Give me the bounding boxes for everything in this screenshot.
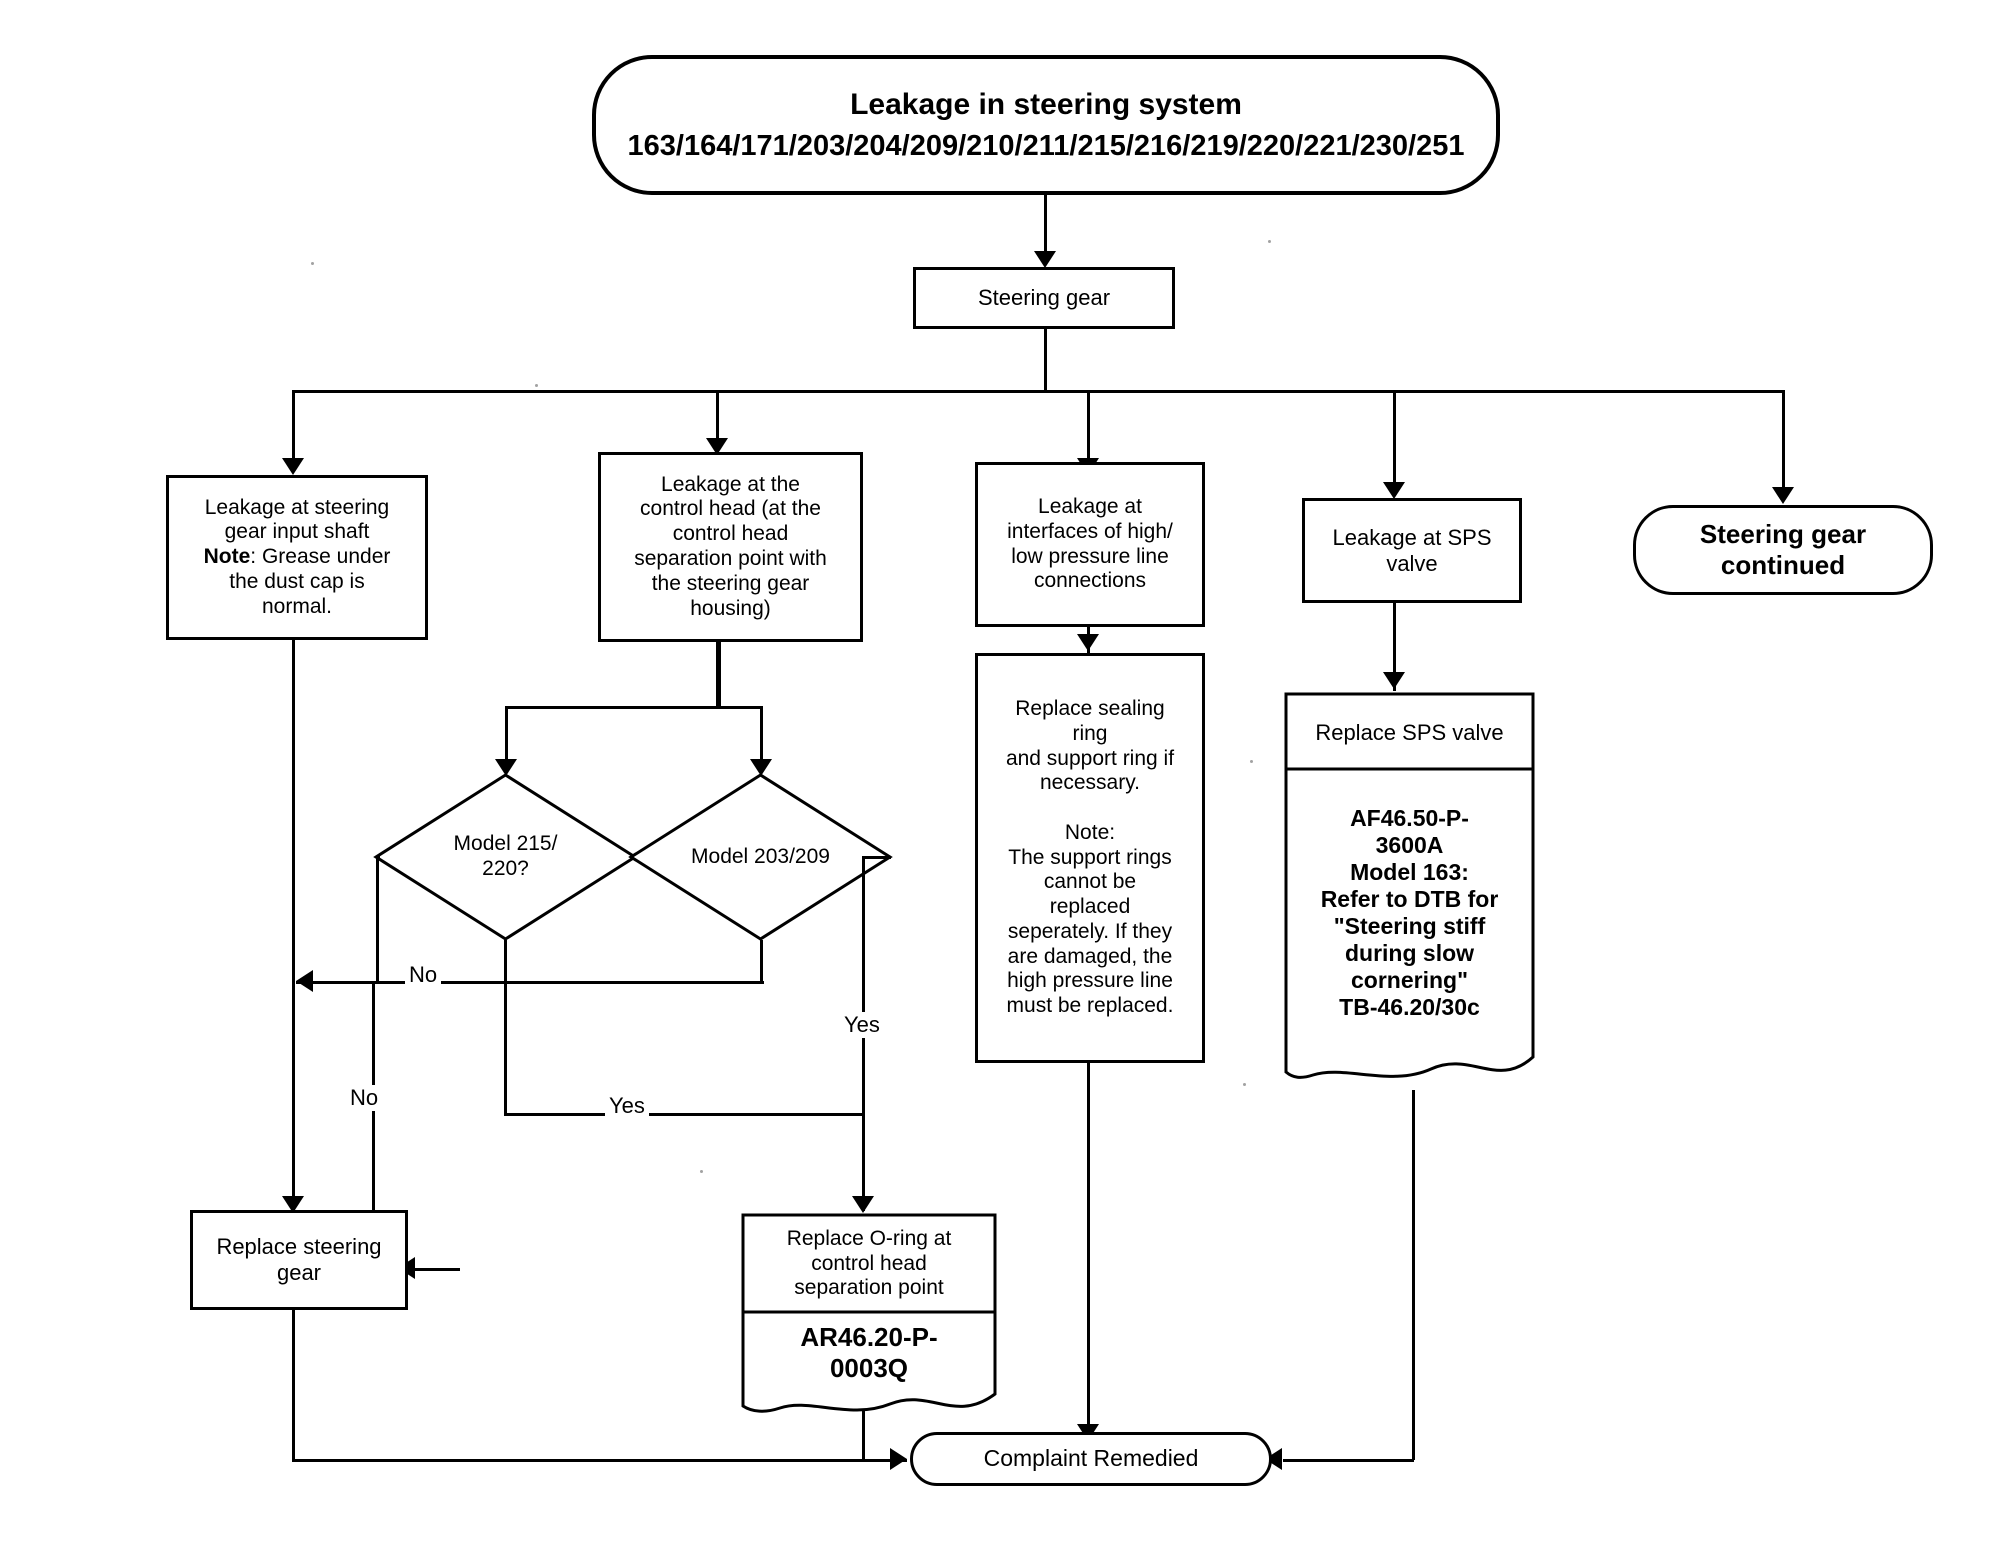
leakage-sps-valve-label: Leakage at SPS valve: [1332, 524, 1492, 576]
leakage-pressure-lines-label: Leakage at interfaces of high/ low press…: [1007, 494, 1173, 593]
start-title-line2: 163/164/171/203/204/209/210/211/215/216/…: [627, 129, 1465, 162]
node-leakage-input-shaft: Leakage at steering gear input shaft Not…: [166, 475, 428, 640]
edge-no2-down: [372, 981, 375, 1271]
start-title-line1: Leakage in steering system: [850, 88, 1242, 122]
start-terminator: Leakage in steering system 163/164/171/2…: [592, 55, 1500, 195]
edge-split-left: [505, 706, 508, 772]
replace-oring-body: AR46.20-P- 0003Q: [800, 1322, 938, 1383]
arrowhead-down: [1077, 634, 1099, 651]
edge-label-yes-2: Yes: [840, 1012, 884, 1038]
node-leakage-sps-valve: Leakage at SPS valve: [1302, 498, 1522, 603]
edge-215-no-down: [376, 856, 379, 983]
document-shape: [1284, 692, 1535, 1079]
arrowhead-right: [890, 1448, 907, 1470]
replace-sps-body: AF46.50-P- 3600A Model 163: Refer to DTB…: [1320, 804, 1499, 1021]
edge-sps-to-end-horizontal: [1283, 1459, 1414, 1462]
edge-no2-horizontal: [372, 1268, 460, 1271]
diamond-shape: [373, 773, 638, 941]
arrowhead-down: [1772, 487, 1794, 504]
edge-bottom-bus-left: [292, 1459, 907, 1462]
arrowhead-down: [282, 1196, 304, 1213]
edge-203-to-no-line: [504, 981, 764, 984]
decision-model-203-209: Model 203/209: [628, 772, 893, 942]
node-leakage-control-head: Leakage at the control head (at the cont…: [598, 452, 863, 642]
document-shape: [741, 1213, 997, 1413]
edge-bus-to-input-shaft: [292, 390, 295, 472]
node-replace-steering-gear: Replace steering gear: [190, 1210, 408, 1310]
edge-215-yes-down: [504, 940, 507, 1115]
node-steering-gear-continued: Steering gear continued: [1633, 505, 1933, 595]
node-replace-sealing-ring: Replace sealing ring and support ring if…: [975, 653, 1205, 1063]
arrowhead-down: [750, 759, 772, 776]
edge-203-down: [760, 940, 763, 984]
arrowhead-down: [1383, 672, 1405, 689]
decision-model-203-209-label: Model 203/209: [691, 844, 830, 868]
replace-sealing-ring-label: Replace sealing ring and support ring if…: [1005, 697, 1175, 1018]
decision-model-215-220: Model 215/ 220?: [373, 772, 638, 942]
end-terminator: Complaint Remedied: [910, 1432, 1272, 1486]
arrowhead-down: [1034, 251, 1056, 268]
scan-speck: [1250, 760, 1253, 763]
edge-bus-to-sps-valve: [1393, 390, 1396, 496]
arrowhead-down: [706, 438, 728, 455]
scan-speck: [700, 1170, 703, 1173]
edge-bus-to-continued: [1782, 390, 1785, 500]
edge-steering-gear-down: [1044, 329, 1047, 391]
diamond-shape: [628, 773, 893, 941]
scan-speck: [1268, 240, 1271, 243]
edge-sealing-to-end: [1087, 1063, 1090, 1453]
arrowhead-left: [296, 970, 313, 992]
node-replace-sps-valve: Replace SPS valve AF46.50-P- 3600A Model…: [1283, 691, 1536, 1092]
edge-replace-gear-down: [292, 1310, 295, 1461]
edge-bus-to-pressure-lines: [1087, 390, 1090, 472]
edge-215-yes-horizontal: [504, 1113, 864, 1116]
edge-input-shaft-to-replace-gear: [292, 640, 295, 1212]
scan-speck: [535, 384, 538, 387]
edge-sps-to-replace: [1393, 603, 1396, 691]
edge-start-to-steering-gear: [1044, 195, 1047, 265]
edge-label-no-2: No: [346, 1085, 383, 1111]
edge-203-yes-corner: [862, 856, 888, 859]
edge-sps-down: [1412, 1090, 1415, 1460]
scan-speck: [311, 262, 314, 265]
edge-203-right-stub: [886, 856, 891, 859]
edge-label-no-1: No: [405, 962, 442, 988]
edge-split-right: [760, 706, 763, 772]
steering-gear-label: Steering gear: [977, 285, 1111, 311]
edge-branch-bus: [292, 390, 1784, 393]
steering-gear-continued-label: Steering gear continued: [1699, 519, 1867, 580]
scan-speck: [1243, 1083, 1246, 1086]
decision-model-215-220-label: Model 215/ 220?: [453, 832, 558, 880]
edge-control-head-split: [505, 706, 763, 709]
end-label: Complaint Remedied: [983, 1445, 1199, 1472]
leakage-input-shaft-label: Leakage at steering gear input shaft Not…: [198, 492, 397, 624]
edge-label-yes-1: Yes: [605, 1093, 649, 1119]
arrowhead-down: [495, 759, 517, 776]
arrowhead-down: [282, 458, 304, 475]
replace-sps-head: Replace SPS valve: [1315, 720, 1504, 746]
node-replace-oring: Replace O-ring at control head separatio…: [740, 1212, 998, 1424]
replace-oring-head: Replace O-ring at control head separatio…: [786, 1226, 952, 1300]
node-steering-gear: Steering gear: [913, 267, 1175, 329]
leakage-control-head-label: Leakage at the control head (at the cont…: [634, 472, 827, 620]
node-leakage-pressure-lines: Leakage at interfaces of high/ low press…: [975, 462, 1205, 627]
edge-control-head-down: [716, 642, 721, 708]
replace-steering-gear-label: Replace steering gear: [216, 1234, 382, 1285]
input-shaft-text-plain: Leakage at steering gear input shaft Not…: [203, 495, 391, 618]
edge-oring-down: [862, 1410, 865, 1460]
edge-bus-to-control-head: [716, 390, 719, 452]
arrowhead-down: [852, 1196, 874, 1213]
arrowhead-down: [1383, 482, 1405, 499]
